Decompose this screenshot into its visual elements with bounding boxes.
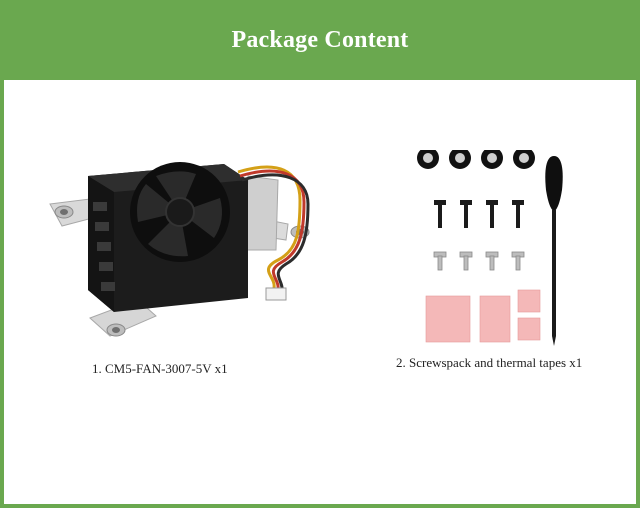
- cooling-fan-icon: [49, 162, 310, 337]
- page-title: Package Content: [231, 26, 409, 53]
- fan-product-image: [38, 140, 338, 340]
- black-screw-icon: [434, 200, 524, 228]
- thermal-pad-icon: [425, 289, 541, 343]
- header-banner: Package Content: [0, 0, 640, 80]
- screws-kit-image: [404, 150, 604, 350]
- silver-screw-icon: [433, 251, 525, 271]
- screwdriver-icon: [545, 156, 563, 346]
- content-panel: 1. CM5-FAN-3007-5V x1: [4, 80, 636, 504]
- washer-icon: [417, 150, 535, 169]
- screws-and-tapes-icon: [417, 150, 563, 346]
- kit-caption: 2. Screwspack and thermal tapes x1: [396, 355, 583, 370]
- fan-caption: 1. CM5-FAN-3007-5V x1: [92, 361, 228, 376]
